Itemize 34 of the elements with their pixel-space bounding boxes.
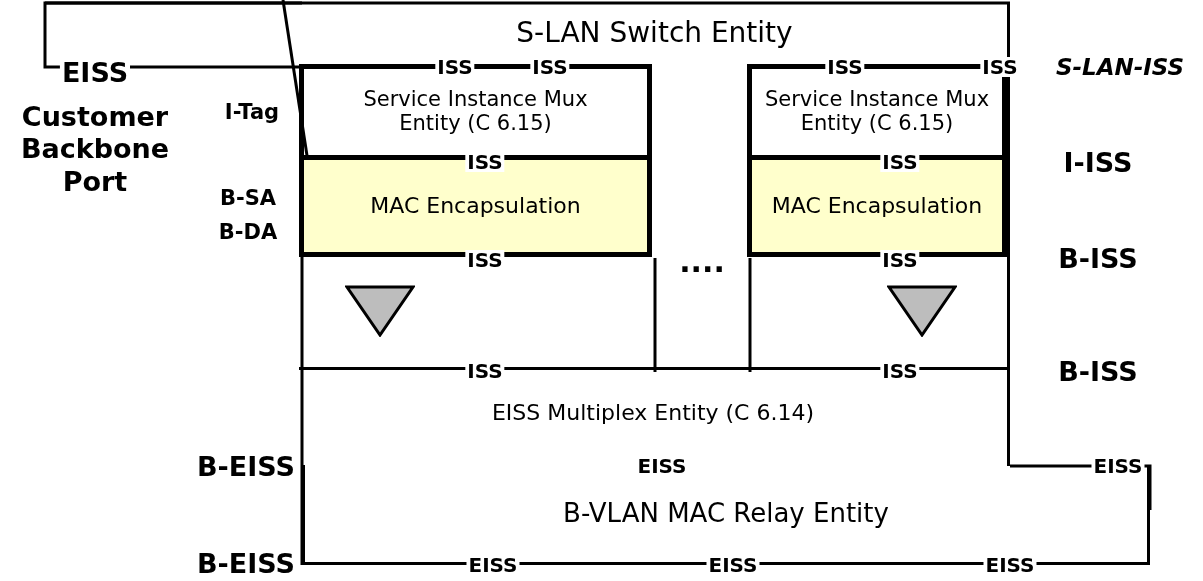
ellipsis: ....: [679, 247, 725, 277]
port-label: I-ISS: [1063, 148, 1133, 176]
field-label: B-DA: [218, 221, 278, 243]
interface-label: EISS: [466, 555, 520, 575]
interface-label: ISS: [825, 57, 865, 77]
port-label: B-EISS: [197, 549, 295, 577]
port-label: B-ISS: [1058, 357, 1138, 385]
entity-name: EISS Multiplex Entity (C 6.14): [491, 400, 815, 426]
interface-label: ISS: [465, 361, 505, 381]
entity-name: B-VLAN MAC Relay Entity: [563, 499, 889, 529]
port-label: B-EISS: [197, 452, 295, 480]
triangle-marker: [887, 285, 957, 337]
field-label: B-SA: [219, 187, 277, 209]
interface-label: S-LAN-ISS: [1055, 55, 1185, 79]
interface-label: ISS: [880, 250, 920, 270]
interface-label: ISS: [465, 152, 505, 172]
interface-label: ISS: [880, 152, 920, 172]
interface-label: EISS: [706, 555, 760, 575]
interface-label: ISS: [980, 57, 1020, 77]
interface-label: EISS: [1091, 456, 1145, 476]
interface-label: EISS: [983, 555, 1037, 575]
entity-name: Service Instance Mux Entity (C 6.15): [763, 87, 991, 136]
interface-label: ISS: [435, 57, 475, 77]
port-label: Customer Backbone Port: [20, 101, 170, 199]
entity-name: Service Instance Mux Entity (C 6.15): [362, 87, 589, 136]
interface-label: ISS: [880, 361, 920, 381]
interface-label: ISS: [465, 250, 505, 270]
entity-name: MAC Encapsulation: [370, 193, 581, 219]
port-label: B-ISS: [1058, 244, 1138, 272]
interface-label: ISS: [530, 57, 570, 77]
entity-name: MAC Encapsulation: [771, 193, 983, 219]
triangle-marker: [345, 285, 415, 337]
entity-name: S-LAN Switch Entity: [516, 17, 793, 50]
field-label: I-Tag: [224, 101, 280, 123]
